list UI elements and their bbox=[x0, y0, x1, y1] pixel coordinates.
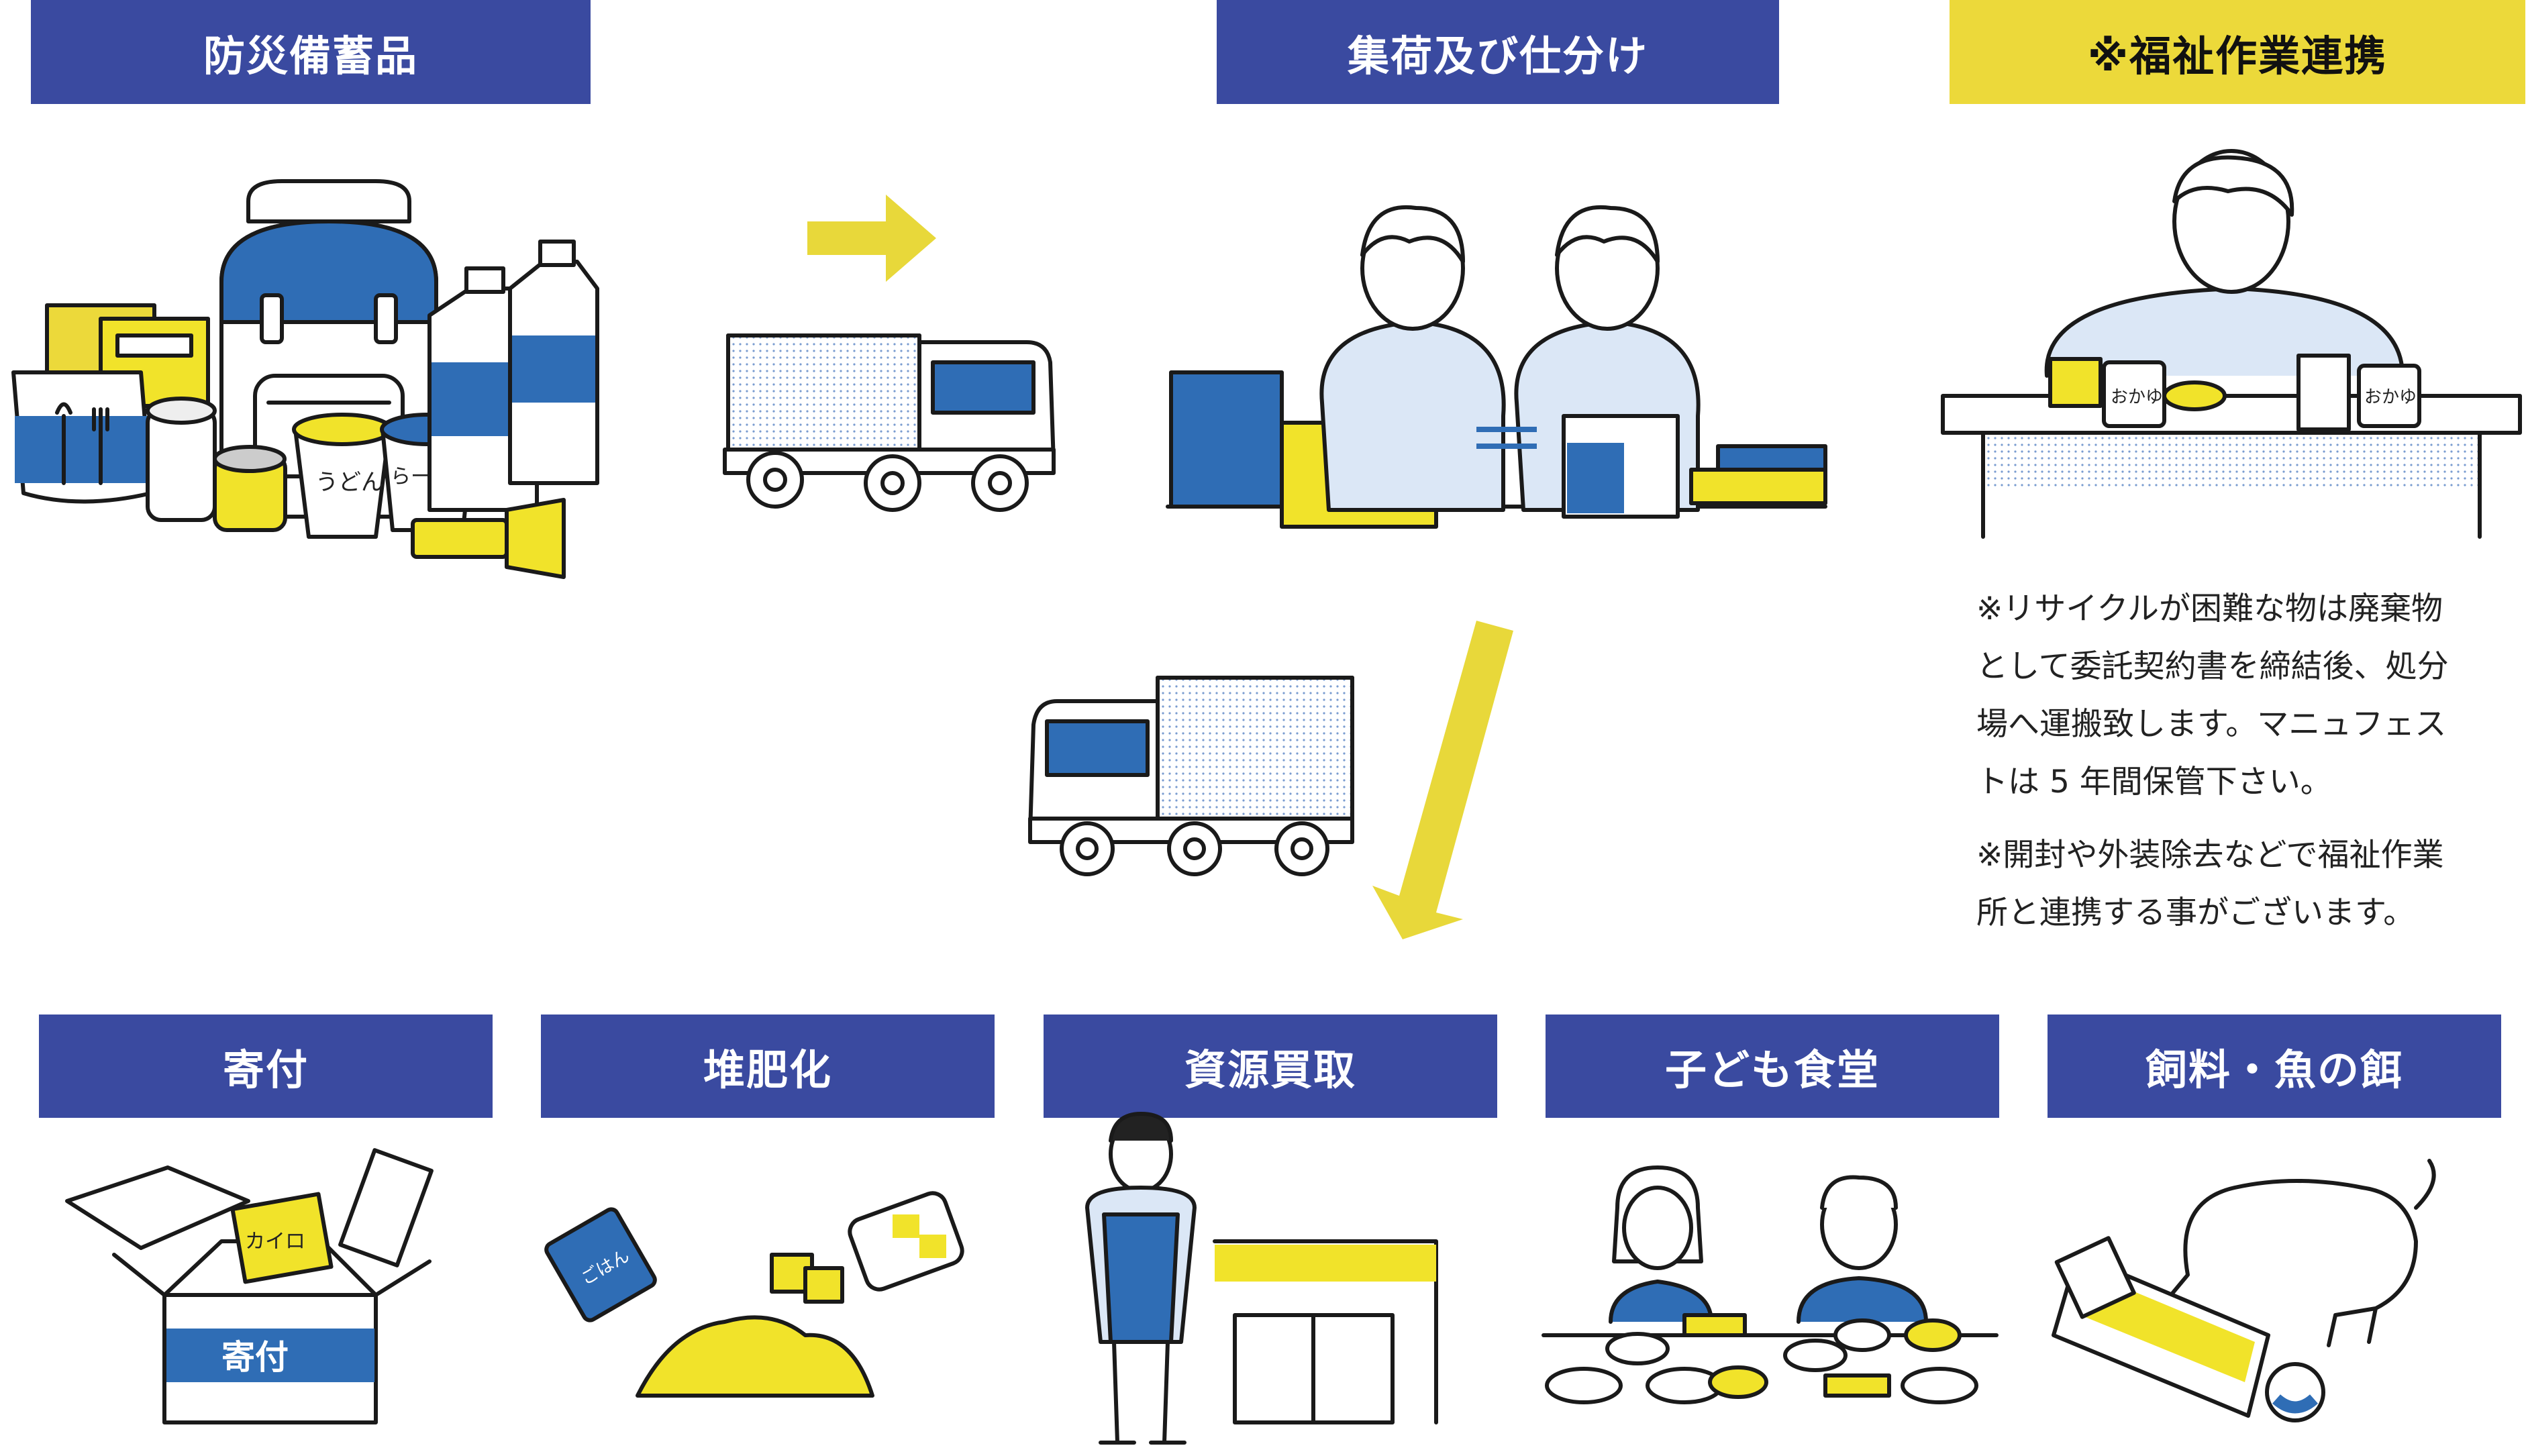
donation-box-text: 寄付 bbox=[221, 1338, 289, 1377]
tray-icon bbox=[1682, 1313, 1747, 1337]
note-welfare: ※開封や外装除去などで福祉作業 所と連携する事がございます。 bbox=[1976, 827, 2513, 942]
label-donation: 寄付 bbox=[39, 1015, 493, 1118]
label-kids-cafeteria: 子ども食堂 bbox=[1546, 1015, 1999, 1118]
udon-text: うどん bbox=[315, 469, 384, 496]
note-line: ※開封や外装除去などで福祉作業 bbox=[1976, 837, 2444, 874]
sorting-workers-illustration bbox=[1166, 205, 1827, 529]
plate-icon bbox=[1901, 1367, 1978, 1404]
stockpile-illustration: うどん らーめん bbox=[11, 179, 599, 579]
plate-icon bbox=[1545, 1367, 1623, 1404]
kairo-text: カイロ bbox=[245, 1230, 305, 1253]
clerk-icon bbox=[1085, 1112, 1197, 1445]
bowl-icon bbox=[1904, 1318, 1962, 1352]
bowl-icon bbox=[1605, 1332, 1670, 1365]
note-line: として委託契約書を締結後、処分 bbox=[1976, 648, 2449, 685]
child-icon bbox=[1797, 1175, 1928, 1324]
bowl-icon bbox=[1833, 1318, 1891, 1352]
can-icon bbox=[2296, 354, 2351, 431]
label-feed: 飼料・魚の餌 bbox=[2048, 1015, 2501, 1118]
kids-cafeteria-illustration bbox=[1542, 1165, 1999, 1404]
label-collection: 集荷及び仕分け bbox=[1217, 0, 1779, 104]
label-compost: 堆肥化 bbox=[541, 1015, 995, 1118]
note-line: トは 5 年間保管下さい。 bbox=[1976, 764, 2332, 800]
udon-cup-icon: うどん bbox=[292, 413, 393, 539]
label-resource-purchase: 資源買取 bbox=[1044, 1015, 1497, 1118]
box-label bbox=[115, 333, 193, 358]
okayu-text: おかゆ bbox=[2364, 387, 2417, 407]
arrow-right-icon bbox=[807, 195, 936, 282]
tray-icon bbox=[1823, 1373, 1891, 1398]
note-line: 場へ運搬致します。マニュフェス bbox=[1976, 706, 2447, 743]
cracker-icon bbox=[803, 1266, 844, 1304]
plate-icon bbox=[1783, 1339, 1848, 1372]
can-icon bbox=[146, 407, 217, 522]
truck-icon bbox=[1028, 676, 1354, 876]
pouch-icon bbox=[338, 1148, 434, 1267]
note-line: 所と連携する事がございます。 bbox=[1976, 894, 2415, 931]
note-line: ※リサイクルが困難な物は廃棄物 bbox=[1976, 590, 2443, 627]
okayu-pouch-icon: おかゆ bbox=[2102, 360, 2166, 428]
okayu-text: おかゆ bbox=[2111, 387, 2163, 407]
resource-purchase-illustration bbox=[1085, 1112, 1438, 1445]
kanpan-can-icon bbox=[848, 1191, 964, 1292]
pouch-utensils-icon bbox=[11, 370, 153, 504]
label-stockpile: 防災備蓄品 bbox=[31, 0, 591, 104]
crate-icon bbox=[1169, 370, 1284, 509]
welfare-worker-illustration: おかゆ おかゆ bbox=[1941, 149, 2522, 539]
feed-illustration bbox=[2052, 1159, 2436, 1422]
can-icon bbox=[2048, 357, 2103, 408]
child-icon bbox=[1609, 1165, 1713, 1324]
flashlight-icon bbox=[411, 498, 566, 579]
kanpan-pack-icon bbox=[2054, 1236, 2136, 1319]
okayu-pouch-icon: おかゆ bbox=[2357, 364, 2421, 428]
store-sign bbox=[1215, 1245, 1436, 1282]
bowl-icon bbox=[1708, 1365, 1768, 1399]
note-disposal: ※リサイクルが困難な物は廃棄物 として委託契約書を締結後、処分 場へ運搬致します… bbox=[1976, 580, 2513, 811]
label-welfare: ※福祉作業連携 bbox=[1950, 0, 2525, 104]
water-bottle-icon bbox=[508, 240, 599, 485]
donation-box-illustration: 寄付 カイロ bbox=[65, 1148, 434, 1424]
rice-pouch-icon: ごはん bbox=[544, 1207, 657, 1322]
arrow-down-icon bbox=[1372, 621, 1513, 939]
worker-icon bbox=[1319, 320, 1506, 512]
kairo-icon: カイロ bbox=[230, 1192, 334, 1284]
truck-icon bbox=[723, 333, 1056, 512]
compost-illustration: ごはん bbox=[544, 1191, 964, 1398]
